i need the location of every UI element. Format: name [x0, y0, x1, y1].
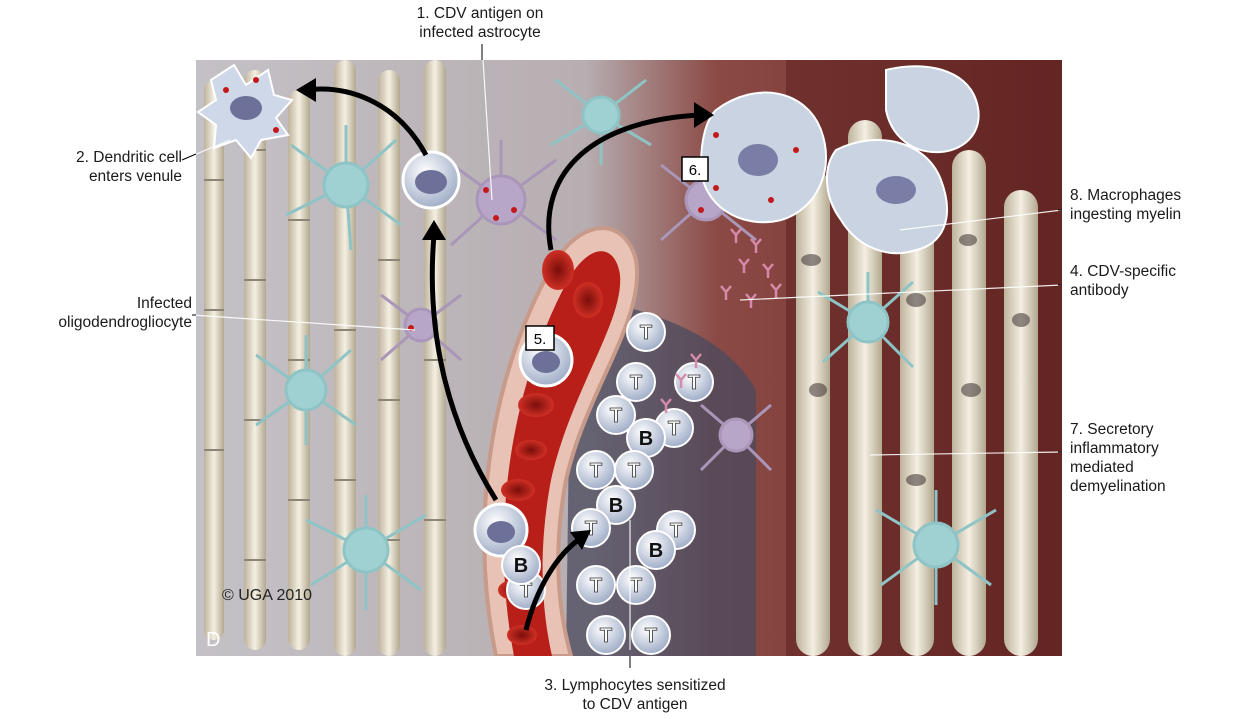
copyright-text: © UGA 2010 — [222, 587, 312, 604]
t-cell-letter: T — [688, 372, 700, 394]
t-cell: T — [627, 313, 665, 351]
t-cell-letter: T — [590, 575, 602, 597]
label-cdv-specific-antibody: 4. CDV-specific antibody — [1070, 262, 1240, 300]
t-cell: T — [577, 451, 615, 489]
label-infected-oligodendrogliocyte: Infected oligodendrogliocyte — [10, 294, 192, 332]
t-cell-letter: T — [630, 575, 642, 597]
t-cell-letter: T — [645, 625, 657, 647]
label-dendritic-cell: 2. Dendritic cell enters venule — [10, 148, 182, 186]
t-cell-letter: T — [590, 460, 602, 482]
label-secretory-demyelination: 7. Secretory inflammatory mediated demye… — [1070, 420, 1240, 496]
t-cell-letter: T — [640, 322, 652, 344]
step-6-marker: 6. — [682, 157, 708, 181]
label-lymphocytes: 3. Lymphocytes sensitized to CDV antigen — [505, 676, 765, 714]
label-cdv-antigen: 1. CDV antigen on infected astrocyte — [380, 4, 580, 42]
panel-letter: D — [206, 629, 220, 651]
b-cell-letter: B — [514, 555, 528, 577]
t-cell: T — [617, 566, 655, 604]
t-cell-letter: T — [610, 405, 622, 427]
t-cell: T — [587, 616, 625, 654]
t-cell: T — [577, 566, 615, 604]
t-cell: T — [617, 363, 655, 401]
b-cell-letter: B — [639, 428, 653, 450]
b-cell-letter: B — [649, 540, 663, 562]
t-cell-letter: T — [600, 625, 612, 647]
step-5-marker: 5. — [526, 326, 554, 350]
step-5-label: 5. — [534, 331, 547, 348]
t-cell-letter: T — [628, 460, 640, 482]
b-cell: B — [502, 546, 540, 584]
b-cell: B — [637, 531, 675, 569]
t-cell: T — [615, 451, 653, 489]
t-cell: T — [632, 616, 670, 654]
step-6-label: 6. — [689, 162, 702, 179]
t-cell-letter: T — [630, 372, 642, 394]
b-cell-letter: B — [609, 495, 623, 517]
label-macrophages: 8. Macrophages ingesting myelin — [1070, 186, 1240, 224]
t-cell-letter: T — [668, 418, 680, 440]
